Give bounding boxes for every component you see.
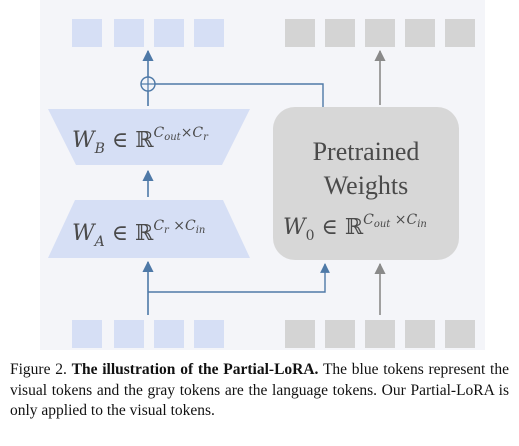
caption-prefix: Figure 2. xyxy=(10,361,67,378)
partial-lora-diagram: WB ∈ ℝCout×Cr WA ∈ ℝCr ×Cin Pretrained W… xyxy=(40,0,485,350)
pretrained-weights-box xyxy=(273,107,459,260)
bottom-visual-tokens xyxy=(72,320,224,348)
bottom-language-tokens xyxy=(285,320,475,348)
arrow-input-to-pretrained xyxy=(148,263,330,293)
language-token xyxy=(365,19,395,47)
language-token xyxy=(325,320,355,348)
top-language-tokens xyxy=(285,19,475,47)
language-token xyxy=(445,19,475,47)
visual-token xyxy=(72,19,102,47)
visual-token xyxy=(154,19,184,47)
line-pretrained-to-add xyxy=(155,83,324,107)
visual-token xyxy=(194,320,224,348)
caption-bold: The illustration of the Partial-LoRA. xyxy=(71,361,319,378)
language-token xyxy=(365,320,395,348)
pretrained-title-line2: Weights xyxy=(324,171,409,200)
visual-token xyxy=(72,320,102,348)
language-token xyxy=(445,320,475,348)
visual-token xyxy=(194,19,224,47)
visual-token xyxy=(114,19,144,47)
language-token xyxy=(405,320,435,348)
language-token xyxy=(405,19,435,47)
visual-token xyxy=(154,320,184,348)
language-token xyxy=(285,19,315,47)
lora-b-trapezoid xyxy=(48,109,250,165)
pretrained-title-line1: Pretrained xyxy=(313,137,420,166)
caption-text: The blue tokens represent the visual tok… xyxy=(10,361,509,419)
visual-token xyxy=(114,320,144,348)
top-visual-tokens xyxy=(72,19,224,47)
lora-a-trapezoid xyxy=(48,200,250,258)
figure-caption: Figure 2. The illustration of the Partia… xyxy=(10,360,509,422)
language-token xyxy=(285,320,315,348)
language-token xyxy=(325,19,355,47)
